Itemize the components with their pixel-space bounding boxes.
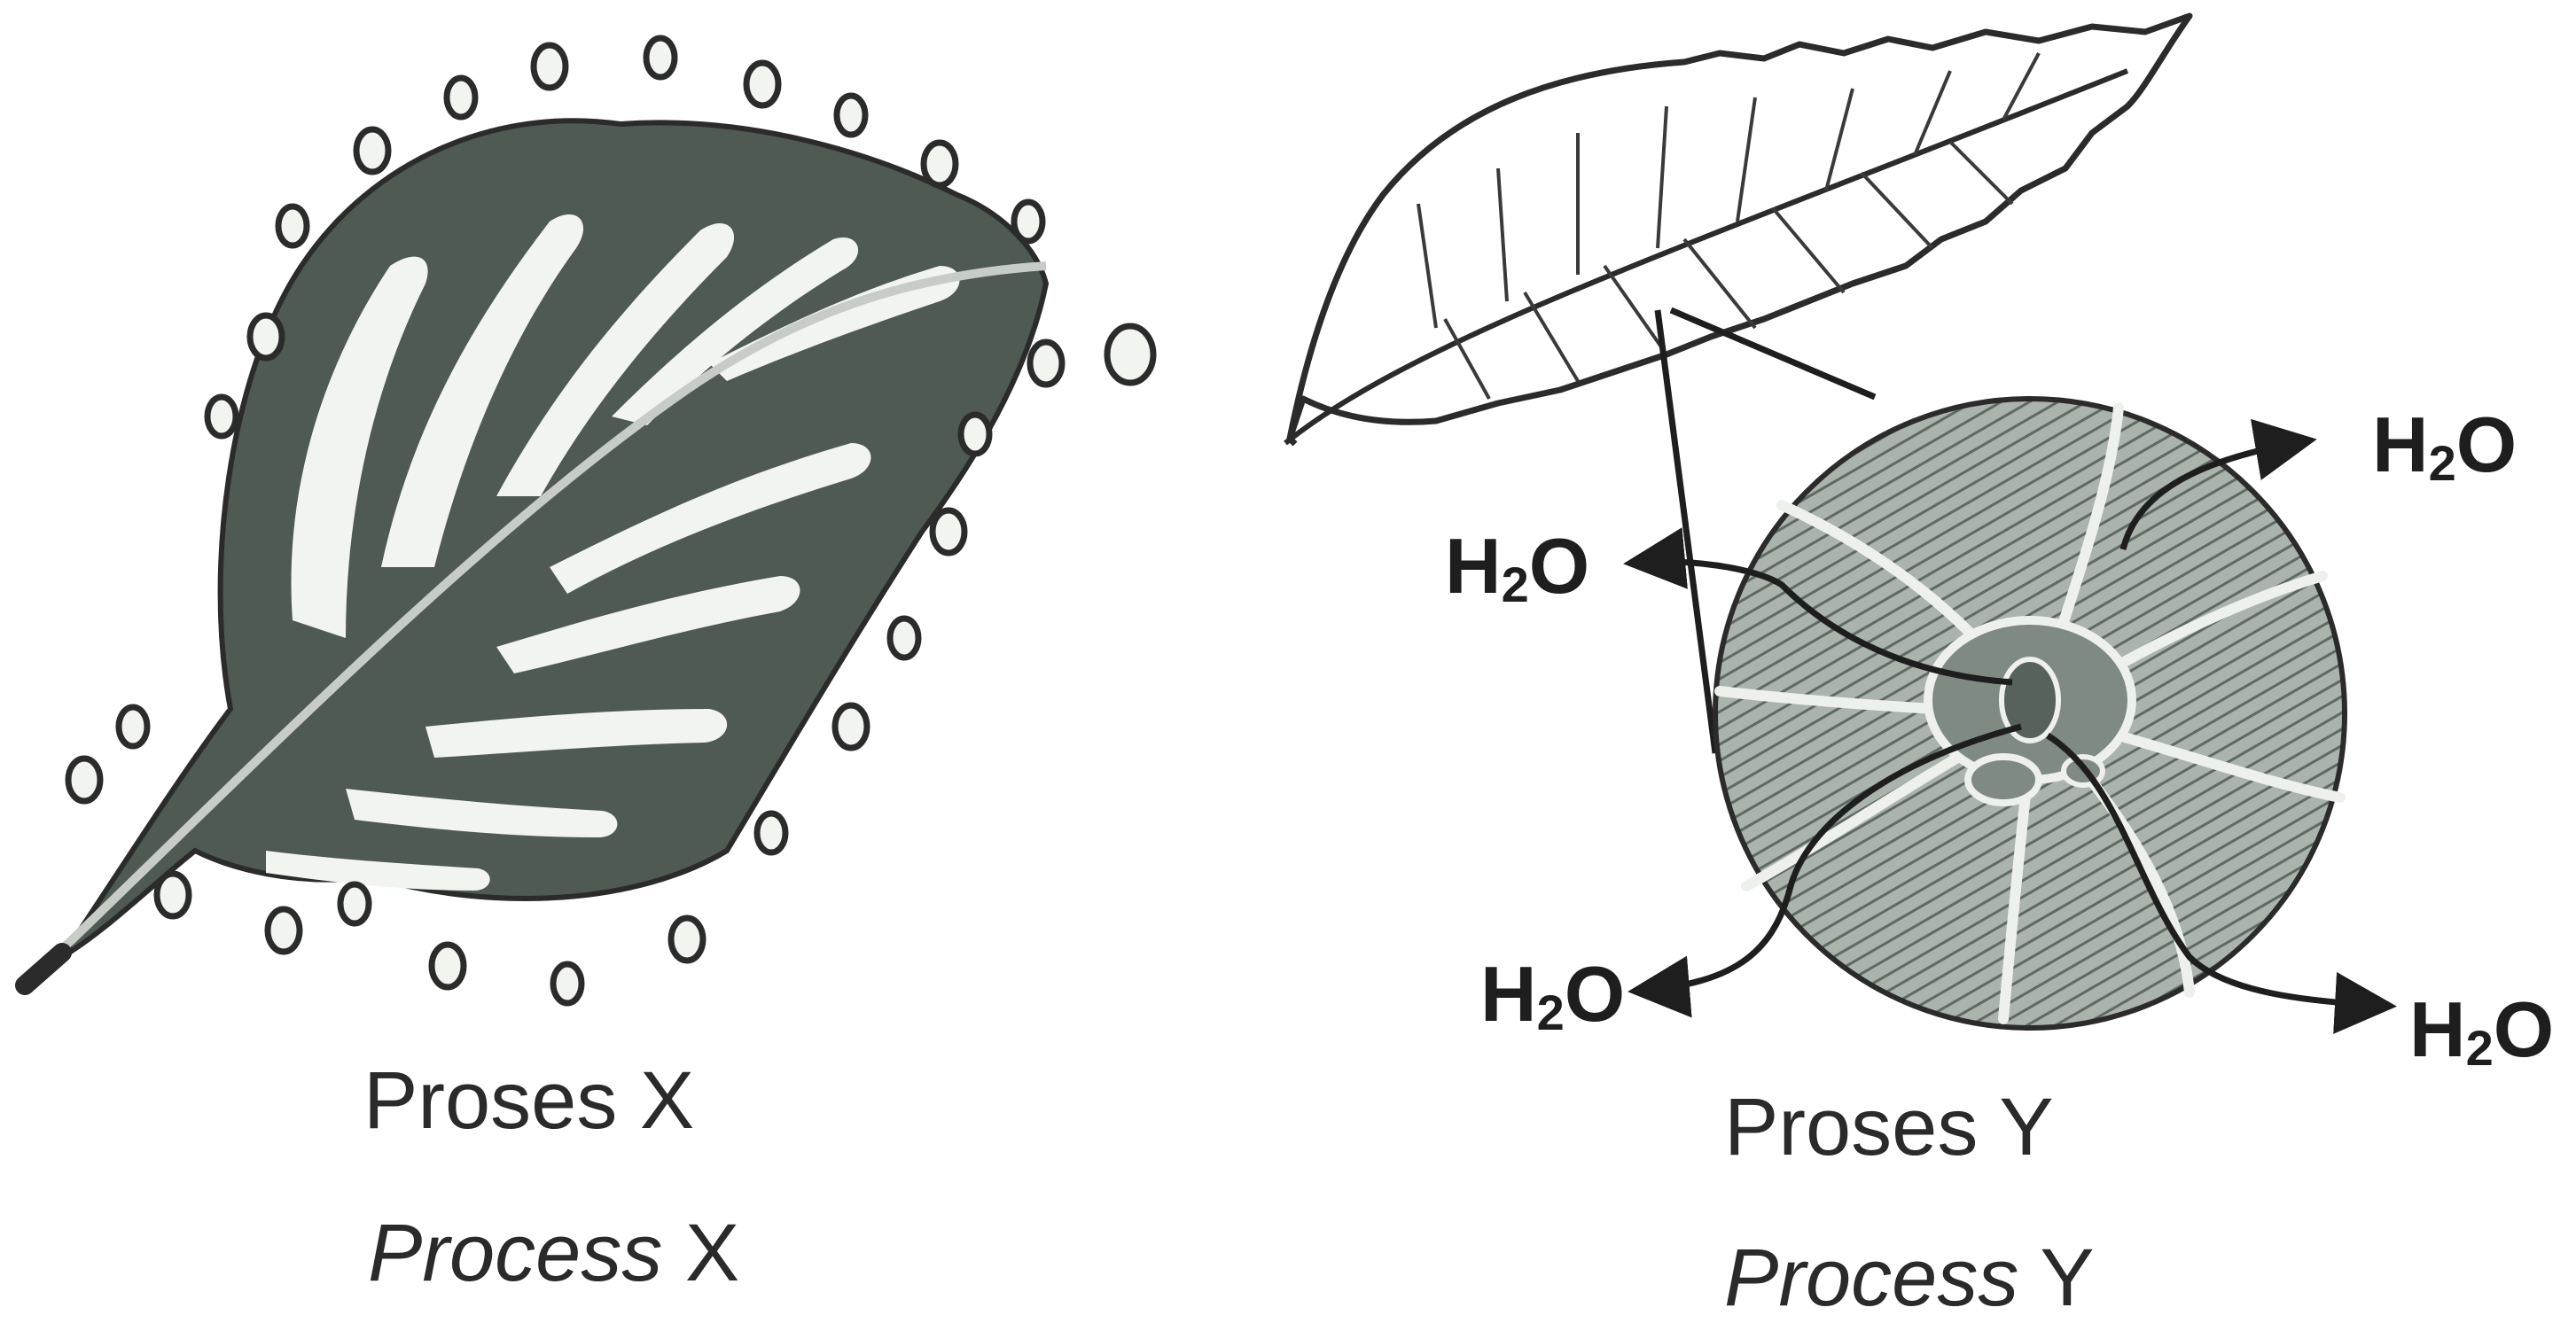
water-droplet (432, 945, 464, 987)
transpiration-leaf (1285, 16, 2190, 443)
caption-process-x-english: Process X (368, 1212, 739, 1294)
water-droplet (534, 45, 566, 88)
leaf-outline (1290, 16, 2190, 439)
water-label-bottom-right: H2O (2409, 991, 2554, 1073)
water-droplet (553, 964, 582, 1003)
leaf-stalk (25, 953, 62, 985)
water-droplet (356, 129, 388, 172)
water-droplet (1030, 342, 1062, 385)
water-droplet (250, 315, 282, 358)
water-droplet (278, 206, 307, 245)
water-droplet (671, 918, 703, 961)
water-droplet (268, 909, 300, 952)
water-droplet (933, 510, 964, 553)
caption-letter: Y (2040, 1233, 2094, 1323)
water-label-left: H2O (1445, 527, 1589, 610)
water-droplet (961, 415, 989, 454)
water-droplet (646, 38, 675, 77)
water-droplet (835, 705, 867, 748)
water-label-bottom-left: H2O (1480, 955, 1625, 1038)
caption-letter: X (685, 1208, 739, 1298)
water-droplet (447, 78, 475, 117)
water-droplet (924, 143, 956, 185)
water-droplet (119, 707, 147, 746)
caption-process-y-english: Process Y (1724, 1237, 2095, 1319)
guttation-leaf (25, 38, 1153, 1003)
water-droplet (1107, 326, 1153, 383)
water-droplet (890, 619, 918, 658)
water-droplet (68, 759, 100, 801)
water-droplet (746, 63, 778, 105)
stoma-magnified-view (1635, 399, 2385, 1028)
caption-italic-word: Process (1724, 1233, 2018, 1323)
caption-italic-word: Process (368, 1208, 662, 1298)
water-droplet (757, 813, 785, 852)
water-droplet (340, 884, 369, 923)
water-droplet (837, 96, 865, 135)
water-droplet (157, 874, 189, 916)
leaf-petiole (1290, 439, 1294, 443)
water-droplet (1014, 202, 1042, 241)
caption-process-y-malay: Proses Y (1724, 1086, 2054, 1168)
water-label-top-right: H2O (2372, 406, 2517, 488)
caption-process-x-malay: Proses X (363, 1060, 694, 1141)
water-droplet (207, 397, 236, 436)
